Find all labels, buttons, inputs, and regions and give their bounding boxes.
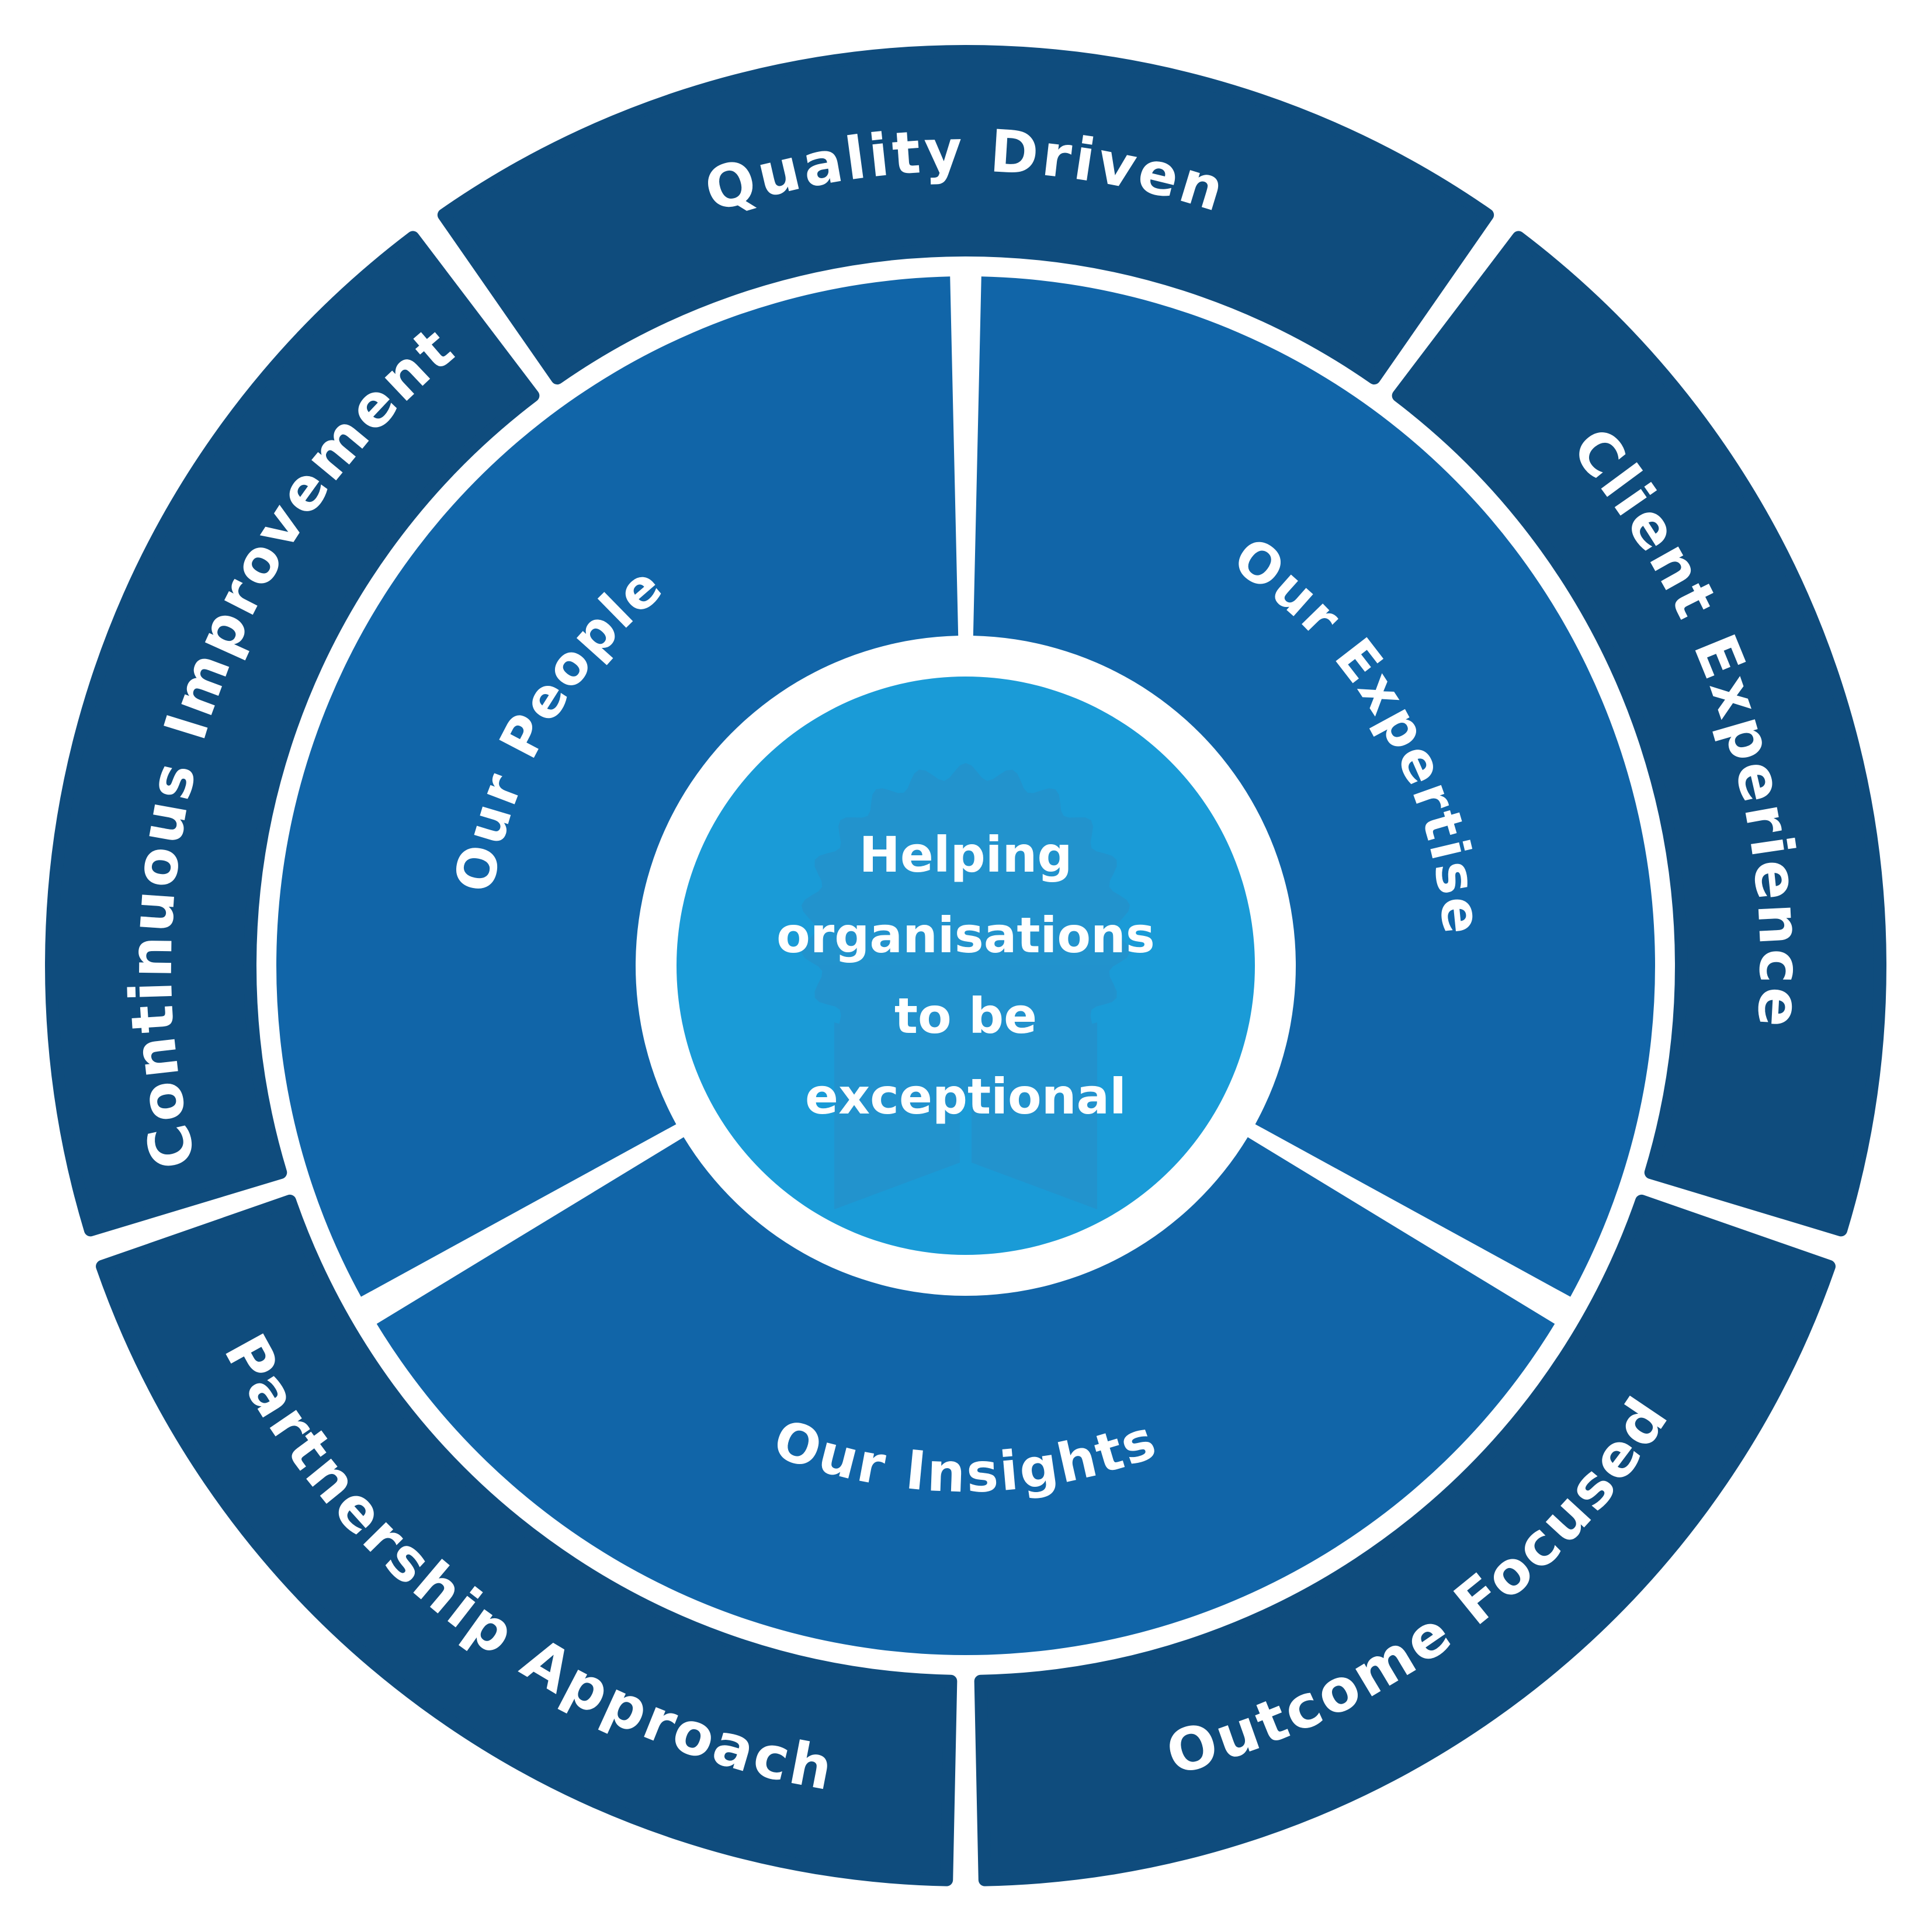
rosette-ribbon-icon: [801, 763, 1130, 1209]
pillar-segment-our-expertise: [973, 276, 1655, 1297]
outer-ring: [44, 44, 1887, 1886]
center-line-4: exceptional: [805, 1068, 1126, 1125]
outer-segment-partnership-approach: [96, 1194, 958, 1886]
outer-segment-continuous-improvement: [44, 231, 540, 1237]
pillar-segment-our-people: [276, 276, 959, 1297]
center-line-1: Helping: [859, 826, 1073, 883]
pillar-segment-our-insights: [376, 1137, 1555, 1655]
center-line-3: to be: [894, 987, 1037, 1045]
center-line-2: organisations: [776, 907, 1155, 964]
pillar-ring: [276, 276, 1655, 1655]
outer-segment-client-experience: [1392, 231, 1887, 1237]
center-hub: Helping organisations to be exceptional: [677, 677, 1255, 1255]
outer-segment-outcome-focused: [974, 1194, 1836, 1886]
outer-segment-quality-driven: [437, 44, 1494, 385]
